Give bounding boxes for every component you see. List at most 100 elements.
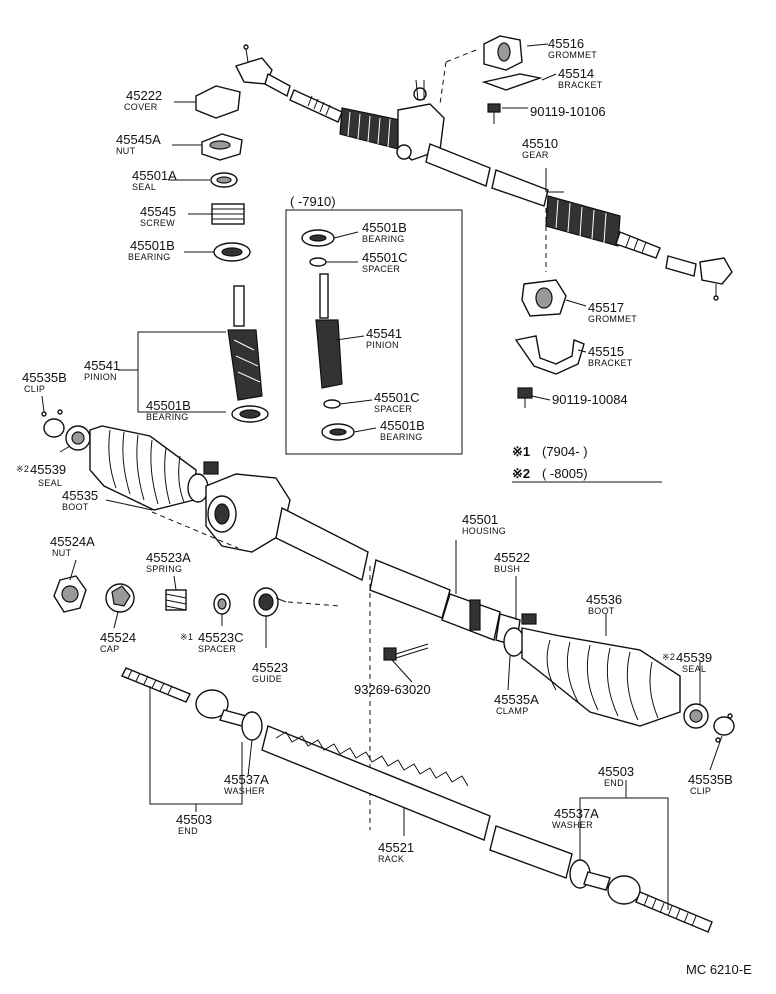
seal-45539-left-illustration (65, 425, 91, 451)
part-name-nut-2: NUT (52, 548, 72, 558)
part-name-clip-left: CLIP (24, 384, 45, 394)
nut-45545A-illustration (201, 133, 243, 161)
grommet-45516-illustration (483, 35, 523, 71)
bolt-90119-10084-illustration (517, 387, 533, 408)
inset-period-label: ( -7910) (290, 194, 336, 209)
inset-parts-illustration (301, 229, 355, 441)
inset-part-name-bearing-1: BEARING (362, 234, 405, 244)
part-name-grommet: GROMMET (548, 50, 597, 60)
part-number-45535B-left: 45535B (22, 370, 67, 385)
legend-period-1: (7904- ) (542, 444, 588, 459)
part-number-45537A-right: 45537A (554, 806, 599, 821)
part-number-45523A: 45523A (146, 550, 191, 565)
part-number-45515: 45515 (588, 344, 624, 359)
legend: ※1 (7904- ) ※2 ( -8005) (512, 444, 662, 483)
clip-left-illustration (41, 409, 65, 438)
part-name-cap: CAP (100, 644, 119, 654)
cover-45222-illustration (195, 85, 241, 119)
part-number-45514: 45514 (558, 66, 594, 81)
part-number-45535: 45535 (62, 488, 98, 503)
bearing-45501B-top-illustration (213, 242, 251, 262)
part-name-seal-left: SEAL (38, 478, 62, 488)
boot-45535-illustration (89, 425, 209, 511)
bracket-45515-illustration (514, 335, 585, 375)
part-number-45510: 45510 (522, 136, 558, 151)
pinion-45541-illustration (227, 285, 263, 401)
part-number-45537A-left: 45537A (224, 772, 269, 787)
part-name-clamp: CLAMP (496, 706, 529, 716)
guide-45523-illustration (253, 587, 287, 617)
part-name-screw: SCREW (140, 218, 175, 228)
inset-part-name-spacer-2: SPACER (374, 404, 412, 414)
seal-45539-right-illustration (683, 703, 709, 729)
part-number-45501A: 45501A (132, 168, 177, 183)
part-name-bracket-2: BRACKET (588, 358, 633, 368)
part-number-45516: 45516 (548, 36, 584, 51)
grommet-45517-illustration (521, 279, 567, 317)
part-name-spring: SPRING (146, 564, 182, 574)
part-name-bearing-bottom: BEARING (146, 412, 189, 422)
part-number-45524: 45524 (100, 630, 136, 645)
part-name-guide: GUIDE (252, 674, 282, 684)
inset-part-number-45541: 45541 (366, 326, 402, 341)
legend-mark-2: ※2 (512, 466, 530, 481)
part-name-boot-left: BOOT (62, 502, 89, 512)
bolt-90119-10106-illustration (487, 103, 501, 124)
inset-part-name-pinion: PINION (366, 340, 399, 350)
part-name-washer-right: WASHER (552, 820, 593, 830)
part-number-45539-left: 45539 (30, 462, 66, 477)
inset-part-name-bearing-2: BEARING (380, 432, 423, 442)
end-45503-left-illustration (121, 667, 247, 727)
inset-part-number-45501B-2: 45501B (380, 418, 425, 433)
part-number-45222: 45222 (126, 88, 162, 103)
part-name-end-right: END (604, 778, 624, 788)
part-number-45545A: 45545A (116, 132, 161, 147)
boot-45536-illustration (521, 627, 681, 727)
part-name-bush: BUSH (494, 564, 520, 574)
inset-part-number-45501C-1: 45501C (362, 250, 408, 265)
part-name-nut: NUT (116, 146, 136, 156)
part-name-bearing-top: BEARING (128, 252, 171, 262)
legend-period-2: ( -8005) (542, 466, 588, 481)
clip-right-illustration (713, 713, 735, 743)
part-number-45524A: 45524A (50, 534, 95, 549)
part-number-45535B-right: 45535B (688, 772, 733, 787)
part-name-cover: COVER (124, 102, 158, 112)
part-number-45522: 45522 (494, 550, 530, 565)
part-name-grommet-2: GROMMET (588, 314, 637, 324)
inset-part-number-45501C-2: 45501C (374, 390, 420, 405)
part-name-clip-right: CLIP (690, 786, 711, 796)
part-name-seal-right: SEAL (682, 664, 706, 674)
part-number-90119-10084: 90119-10084 (552, 392, 628, 407)
inset-part-name-spacer-1: SPACER (362, 264, 400, 274)
part-name-housing: HOUSING (462, 526, 506, 536)
mark-2-left: ※2 (16, 464, 29, 474)
part-name-pinion: PINION (84, 372, 117, 382)
part-name-rack: RACK (378, 854, 404, 864)
part-name-end-left: END (178, 826, 198, 836)
gear-assembly-illustration (235, 44, 733, 301)
part-number-45501: 45501 (462, 512, 498, 527)
spacer-45523C-illustration (213, 593, 231, 615)
washer-45537A-left-illustration (241, 711, 263, 741)
part-number-45501B-top: 45501B (130, 238, 175, 253)
inset-part-number-45501B-1: 45501B (362, 220, 407, 235)
nut-45524A-illustration (53, 575, 87, 613)
part-number-45536: 45536 (586, 592, 622, 607)
bolt-93269-63020-illustration (383, 643, 429, 661)
part-number-45503-left: 45503 (176, 812, 212, 827)
part-name-gear: GEAR (522, 150, 549, 160)
part-number-45503-right: 45503 (598, 764, 634, 779)
part-number-45517: 45517 (588, 300, 624, 315)
end-45503-right-illustration (583, 871, 713, 933)
part-number-45545: 45545 (140, 204, 176, 219)
leader-lines (41, 43, 723, 910)
part-name-spacer-3: SPACER (198, 644, 236, 654)
part-number-45501B-bottom: 45501B (146, 398, 191, 413)
part-number-45521: 45521 (378, 840, 414, 855)
part-number-45523C: 45523C (198, 630, 244, 645)
part-number-45535A: 45535A (494, 692, 539, 707)
part-number-90119-10106: 90119-10106 (530, 104, 606, 119)
part-name-boot-right: BOOT (588, 606, 615, 616)
